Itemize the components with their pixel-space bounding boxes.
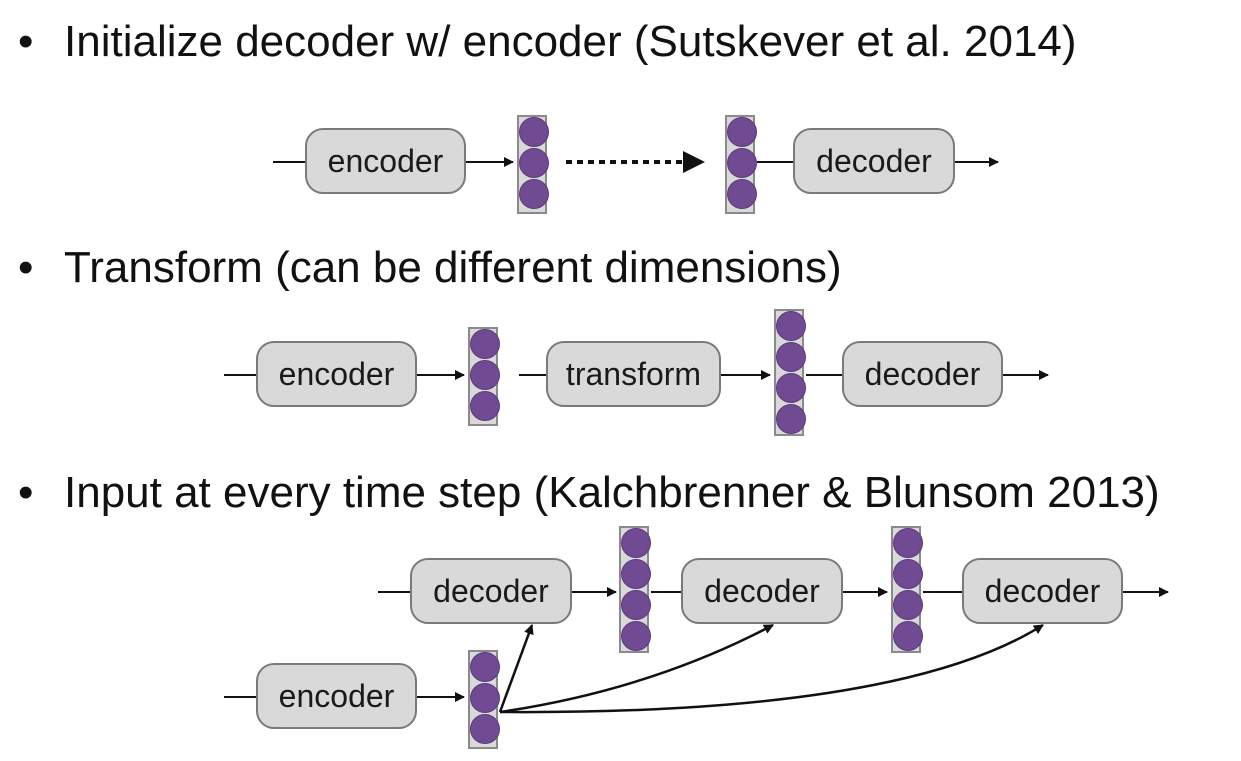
vector-unit — [519, 117, 549, 147]
vector-unit — [776, 342, 806, 372]
bullet-marker: • — [18, 468, 34, 517]
vector-unit — [893, 528, 923, 558]
hidden-state-vector — [468, 327, 500, 426]
vector-unit — [727, 148, 757, 178]
vector-unit — [470, 683, 500, 713]
decoder-box: decoder — [410, 558, 572, 624]
hidden-state-vector — [891, 526, 923, 653]
vector-unit — [470, 652, 500, 682]
bullet-initialize: • Initialize decoder w/ encoder (Sutskeve… — [18, 20, 1077, 64]
vector-unit — [621, 559, 651, 589]
decoder-label: decoder — [433, 572, 549, 609]
encoder-label: encoder — [278, 355, 395, 392]
encoder-label: encoder — [327, 142, 444, 179]
encoder-label: encoder — [278, 677, 395, 714]
bullet-transform: • Transform (can be different dimensions) — [18, 246, 842, 290]
transform-label: transform — [565, 355, 702, 392]
vector-unit — [470, 391, 500, 421]
encoder-box: encoder — [305, 128, 466, 194]
hidden-state-vector — [725, 115, 757, 214]
hidden-state-vector — [774, 309, 806, 436]
bullet-text-initialize: Initialize decoder w/ encoder (Sutskever… — [64, 17, 1077, 66]
vector-unit — [776, 373, 806, 403]
bullet-marker: • — [18, 17, 34, 66]
hidden-state-vector — [468, 650, 500, 749]
vector-unit — [776, 311, 806, 341]
bullet-text-input-every-step: Input at every time step (Kalchbrenner &… — [64, 468, 1160, 517]
vector-unit — [776, 404, 806, 434]
encoder-box: encoder — [256, 663, 417, 729]
vector-unit — [727, 179, 757, 209]
vector-unit — [893, 559, 923, 589]
arrow-d3-feed-dec1 — [498, 624, 534, 713]
vector-unit — [727, 117, 757, 147]
bullet-text-transform: Transform (can be different dimensions) — [64, 243, 842, 292]
vector-unit — [893, 590, 923, 620]
decoder-label: decoder — [864, 355, 981, 392]
vector-unit — [893, 621, 923, 651]
vector-unit — [470, 329, 500, 359]
vector-unit — [621, 528, 651, 558]
encoder-box: encoder — [256, 341, 417, 407]
hidden-state-vector — [619, 526, 651, 653]
vector-unit — [621, 590, 651, 620]
vector-unit — [470, 360, 500, 390]
hidden-state-vector — [517, 115, 549, 214]
bullet-input-every-step: • Input at every time step (Kalchbrenner … — [18, 471, 1160, 515]
vector-unit — [519, 179, 549, 209]
vector-unit — [470, 714, 500, 744]
vector-unit — [621, 621, 651, 651]
decoder-box: decoder — [793, 128, 955, 194]
transform-box: transform — [546, 341, 721, 407]
vector-unit — [519, 148, 549, 178]
decoder-label: decoder — [704, 572, 820, 609]
arrow-d3-feed-dec3 — [499, 623, 1044, 714]
decoder-box: decoder — [842, 341, 1003, 407]
decoder-box: decoder — [962, 558, 1123, 624]
arrow-d1-dotted-head — [683, 151, 705, 173]
decoder-box: decoder — [681, 558, 843, 624]
decoder-label: decoder — [816, 142, 932, 179]
decoder-label: decoder — [984, 572, 1101, 609]
bullet-marker: • — [18, 243, 34, 292]
